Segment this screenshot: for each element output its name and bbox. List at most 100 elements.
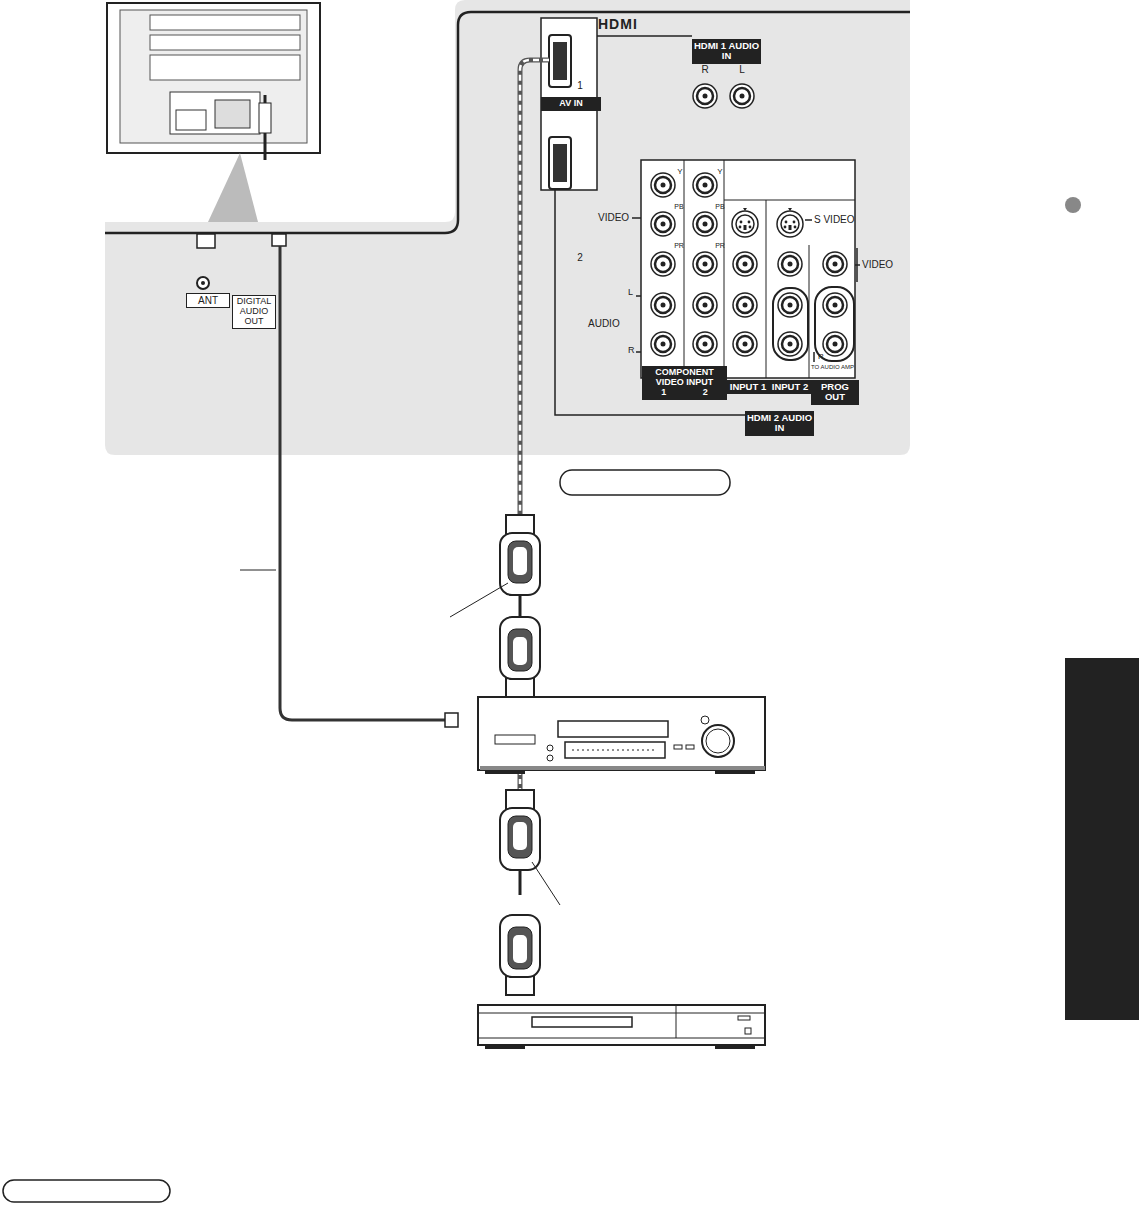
illustration-part bbox=[1065, 197, 1081, 213]
illustration-part bbox=[856, 248, 858, 282]
illustration-part bbox=[500, 790, 540, 870]
terminal-label-box: INPUT 1 bbox=[726, 380, 770, 394]
illustration-part bbox=[445, 713, 458, 727]
illustration-part bbox=[560, 470, 730, 495]
illustration-part bbox=[636, 295, 641, 297]
illustration-part bbox=[693, 212, 717, 236]
illustration-part bbox=[651, 252, 675, 276]
illustration-part bbox=[150, 15, 300, 30]
terminal-label-box: COMPONENT VIDEO INPUT12 bbox=[642, 366, 727, 400]
port-label: VIDEO bbox=[598, 212, 629, 223]
illustration-part bbox=[105, 0, 910, 455]
port-label: R bbox=[701, 64, 708, 75]
illustration-part bbox=[500, 617, 540, 697]
port-label: L bbox=[628, 288, 633, 298]
illustration-part bbox=[701, 716, 709, 724]
illustration-part bbox=[519, 870, 522, 895]
illustration-part bbox=[176, 110, 206, 130]
illustration-part bbox=[272, 234, 286, 246]
illustration-part bbox=[549, 35, 571, 87]
terminal-label: AV IN bbox=[542, 99, 600, 109]
illustration-part bbox=[641, 160, 855, 378]
illustration-part bbox=[686, 745, 694, 749]
illustration-part bbox=[702, 725, 734, 757]
illustration-part bbox=[693, 252, 717, 276]
illustration-part bbox=[778, 252, 802, 276]
illustration-part bbox=[208, 153, 258, 222]
illustration-part bbox=[572, 750, 655, 751]
illustration-part bbox=[500, 515, 540, 595]
illustration-part bbox=[674, 745, 682, 749]
port-label: 1 bbox=[577, 80, 583, 91]
label-row: 12 bbox=[643, 388, 726, 398]
illustration-part bbox=[651, 173, 675, 197]
illustration-part bbox=[478, 697, 765, 770]
illustration-part bbox=[676, 1005, 677, 1038]
illustration-part bbox=[651, 332, 675, 356]
illustration-part bbox=[724, 160, 725, 378]
illustration-part bbox=[259, 103, 271, 133]
illustration-part bbox=[823, 252, 847, 276]
illustration-part bbox=[693, 84, 717, 108]
illustration-part bbox=[805, 219, 812, 221]
illustration-part bbox=[478, 1005, 765, 1045]
illustration-part bbox=[240, 570, 276, 571]
illustration-part bbox=[547, 755, 553, 761]
illustration-part bbox=[485, 1045, 525, 1049]
illustration-part bbox=[730, 84, 754, 108]
hdmi-logo: HDMI bbox=[598, 17, 638, 32]
illustration-part bbox=[450, 583, 508, 617]
port-label: PR bbox=[674, 242, 684, 250]
illustration-part bbox=[3, 1180, 170, 1202]
illustration-part bbox=[693, 293, 717, 317]
illustration-part bbox=[565, 742, 665, 758]
port-label: Y bbox=[717, 168, 722, 177]
illustration-part bbox=[738, 1016, 750, 1020]
port-label: R bbox=[818, 353, 824, 362]
illustration-part bbox=[485, 770, 525, 774]
illustration-part bbox=[733, 293, 757, 317]
illustration-part bbox=[495, 735, 535, 744]
illustration-part bbox=[478, 1038, 765, 1039]
terminal-name-box: ANT bbox=[186, 293, 230, 308]
illustration-part bbox=[150, 35, 300, 50]
illustration-part bbox=[684, 160, 685, 378]
port-label: PB bbox=[674, 203, 683, 211]
terminal-label-box: HDMI 1 AUDIO IN bbox=[692, 39, 761, 64]
illustration-part bbox=[724, 200, 855, 201]
illustration-part bbox=[632, 217, 641, 219]
port-label: TO AUDIO AMP bbox=[811, 364, 854, 371]
illustration-part bbox=[553, 144, 567, 182]
illustration-part bbox=[715, 1045, 755, 1049]
illustration-part bbox=[547, 745, 553, 751]
illustration-part bbox=[197, 277, 209, 289]
illustration-part bbox=[745, 1028, 751, 1034]
illustration-part bbox=[201, 281, 205, 285]
terminal-label: INPUT 2 bbox=[769, 382, 811, 392]
illustration-part bbox=[549, 137, 571, 189]
illustration-part bbox=[732, 208, 758, 237]
terminal-label: HDMI 2 AUDIO IN bbox=[746, 413, 813, 434]
illustration-part bbox=[478, 1013, 765, 1014]
illustration-part bbox=[813, 352, 815, 362]
illustration-part bbox=[107, 3, 320, 153]
illustration-part bbox=[773, 288, 808, 360]
input-number: 1 bbox=[661, 388, 666, 398]
illustration-part bbox=[1065, 658, 1139, 1020]
illustration-part bbox=[532, 1017, 632, 1027]
illustration-part bbox=[105, 12, 910, 233]
terminal-label: COMPONENT VIDEO INPUT bbox=[643, 368, 726, 388]
illustration-part bbox=[778, 293, 802, 317]
terminal-name-box: DIGITAL AUDIO OUT bbox=[232, 295, 276, 329]
illustration-part bbox=[815, 287, 854, 361]
illustration-part bbox=[197, 234, 215, 248]
illustration-part bbox=[693, 332, 717, 356]
illustration-part bbox=[553, 42, 567, 80]
terminal-label-box: PROG OUT bbox=[811, 380, 859, 405]
illustration-part bbox=[500, 915, 540, 995]
illustration-part bbox=[215, 100, 250, 128]
terminal-label: HDMI 1 AUDIO IN bbox=[693, 41, 760, 62]
illustration-part bbox=[480, 766, 765, 770]
